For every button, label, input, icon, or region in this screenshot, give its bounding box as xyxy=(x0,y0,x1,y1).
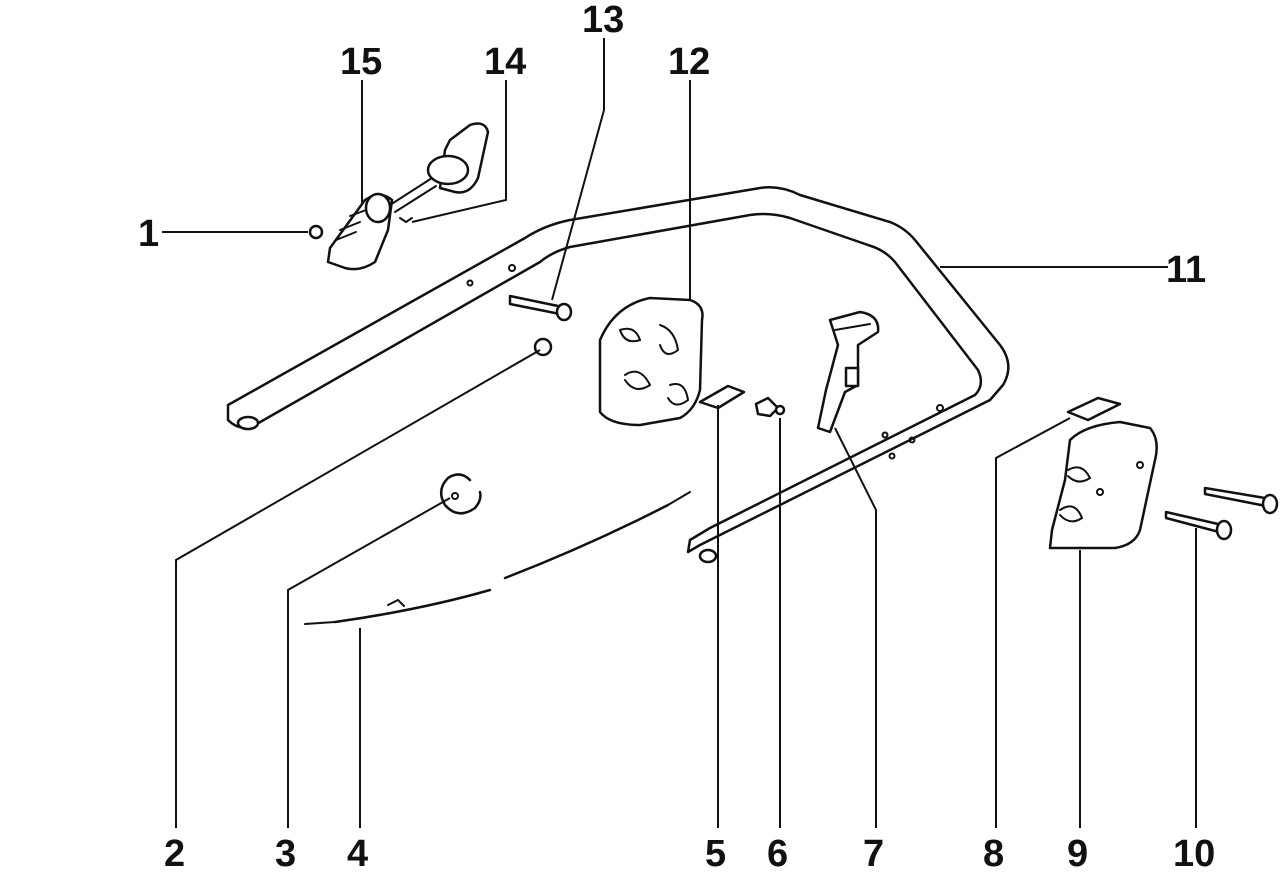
leader-8 xyxy=(995,417,1071,828)
leader-14 xyxy=(411,80,507,223)
callout-4: 4 xyxy=(347,833,368,872)
callout-9: 9 xyxy=(1067,833,1088,872)
callout-10: 10 xyxy=(1173,833,1215,872)
callout-3: 3 xyxy=(275,833,296,872)
callout-2: 2 xyxy=(164,833,185,872)
callout-6: 6 xyxy=(767,833,788,872)
leader-2 xyxy=(175,349,541,828)
bolts-part xyxy=(1164,486,1279,541)
pad-part xyxy=(1066,396,1122,422)
callout-7: 7 xyxy=(863,833,884,872)
handle-bar-part xyxy=(226,186,1010,564)
callout-labels: 1 2 3 4 5 6 7 8 9 10 11 12 13 14 15 xyxy=(138,0,1215,872)
leader-3 xyxy=(287,497,451,828)
callout-1: 1 xyxy=(138,213,159,255)
leader-13 xyxy=(551,38,605,301)
right-grip-part xyxy=(1048,420,1158,550)
throttle-grip-assembly xyxy=(308,122,490,271)
callout-8: 8 xyxy=(983,833,1004,872)
callout-11: 11 xyxy=(1166,249,1206,291)
leader-lines xyxy=(162,38,1197,828)
clip-part xyxy=(439,473,482,515)
lever-part xyxy=(816,310,880,434)
pin-part xyxy=(754,396,786,418)
plate-part xyxy=(698,384,746,410)
leader-7 xyxy=(834,427,877,828)
left-grip-part xyxy=(598,296,704,427)
callout-12: 12 xyxy=(668,41,710,83)
callout-14: 14 xyxy=(484,41,526,83)
bolt-part xyxy=(508,294,573,322)
callout-5: 5 xyxy=(705,833,726,872)
cable-part xyxy=(304,491,691,625)
callout-13: 13 xyxy=(582,0,624,41)
callout-15: 15 xyxy=(340,41,382,83)
